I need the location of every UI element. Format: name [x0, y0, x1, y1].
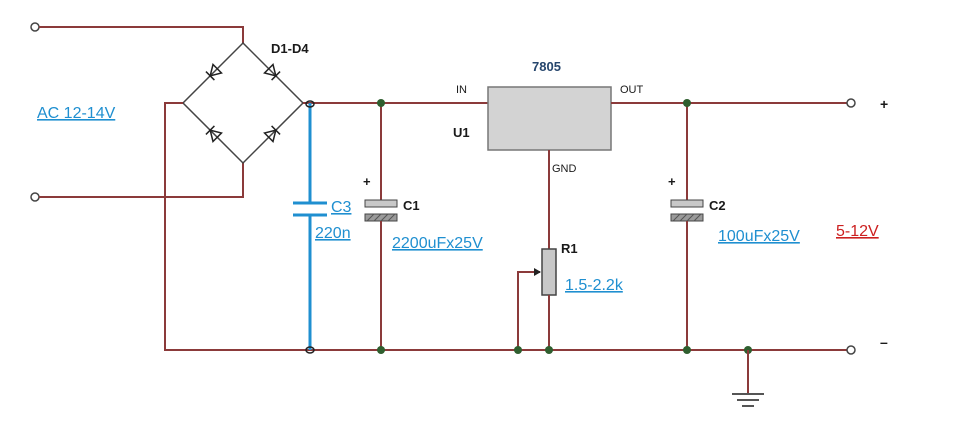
- c1-value-label: 2200uFx25V: [392, 235, 483, 252]
- potentiometer-r1: R1 1.5-2.2k: [517, 241, 624, 350]
- diode-d3-icon: [205, 125, 223, 143]
- bridge-negative-wire: [164, 102, 310, 351]
- c2-ref-label: C2: [709, 198, 726, 213]
- output-range-label: 5-12V: [836, 223, 879, 240]
- bridge-rectifier: D1-D4: [181, 41, 309, 165]
- c3-ref-label: C3: [331, 199, 352, 216]
- junction-dots: [377, 99, 752, 354]
- diode-d2-icon: [263, 63, 281, 81]
- bridge-outline: [181, 41, 305, 165]
- negative-sign: –: [880, 334, 888, 350]
- ac-input-wiring: [30, 22, 244, 202]
- capacitor-c3: C3 220n: [293, 100, 352, 354]
- ac-input-label: AC 12-14V: [37, 105, 116, 122]
- positive-sign: +: [880, 96, 888, 112]
- r1-ref-label: R1: [561, 241, 578, 256]
- ground-icon: [732, 350, 764, 407]
- ac-wire-bottom: [39, 163, 244, 198]
- regulator-part-label: 7805: [532, 59, 561, 74]
- c1-ref-label: C1: [403, 198, 420, 213]
- c3-value-label: 220n: [315, 225, 351, 242]
- ac-terminal-top: [30, 22, 40, 32]
- diode-d4-icon: [263, 125, 281, 143]
- voltage-regulator: 7805 IN OUT U1 GND: [453, 59, 644, 175]
- capacitor-c1: + C1 2200uFx25V: [363, 103, 483, 350]
- output-terminal-negative: [846, 345, 856, 355]
- diode-d1-icon: [205, 63, 223, 81]
- output-terminal-positive: [846, 98, 856, 108]
- ac-wire-top: [39, 26, 244, 43]
- capacitor-c2: + C2 100uFx25V: [668, 103, 800, 350]
- c1-polarity: +: [363, 174, 371, 189]
- regulator-body: [487, 86, 612, 151]
- regulator-ref-label: U1: [453, 125, 470, 140]
- pin-in-label: IN: [456, 84, 467, 96]
- c2-polarity: +: [668, 174, 676, 189]
- pin-gnd-label: GND: [552, 163, 577, 175]
- bridge-label: D1-D4: [271, 41, 309, 56]
- pin-out-label: OUT: [620, 84, 644, 96]
- c2-value-label: 100uFx25V: [718, 228, 800, 245]
- ac-terminal-bottom: [30, 192, 40, 202]
- r1-value-label: 1.5-2.2k: [565, 277, 624, 294]
